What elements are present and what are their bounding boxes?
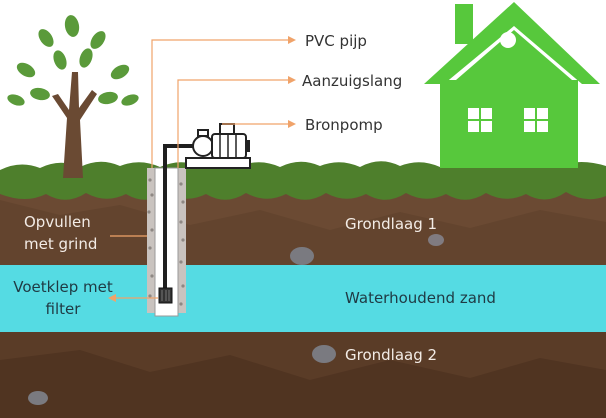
aquifer-layer xyxy=(0,265,606,333)
house-windows xyxy=(468,108,548,132)
well-pump-label: Bronpomp xyxy=(305,116,383,134)
pvc-pipe-label: PVC pijp xyxy=(305,32,367,50)
soil-layer-2-label: Grondlaag 2 xyxy=(345,346,438,364)
stone xyxy=(312,345,336,363)
gravel-label-line2: met grind xyxy=(24,235,98,253)
soil-layer-1-label: Grondlaag 1 xyxy=(345,215,438,233)
tree-icon xyxy=(7,15,139,178)
foot-valve-label-line2: filter xyxy=(45,300,81,318)
suction-hose-label: Aanzuigslang xyxy=(302,72,403,90)
foot-valve-label-line1: Voetklep met xyxy=(13,278,113,296)
callout-arrows xyxy=(108,36,296,302)
house-icon xyxy=(424,2,600,168)
stone xyxy=(428,234,444,246)
aquifer-label: Waterhoudend zand xyxy=(345,289,496,307)
house-round-window xyxy=(500,32,516,48)
stone xyxy=(28,391,48,405)
pump-icon xyxy=(185,123,251,169)
gravel-label-line1: Opvullen xyxy=(24,213,91,231)
soil-texture-lower xyxy=(0,350,606,418)
suction-hose xyxy=(163,144,196,302)
callout-lines xyxy=(110,39,290,299)
gravel-fill-left xyxy=(147,168,155,313)
gravel-dots xyxy=(147,178,185,306)
stone xyxy=(290,247,314,265)
